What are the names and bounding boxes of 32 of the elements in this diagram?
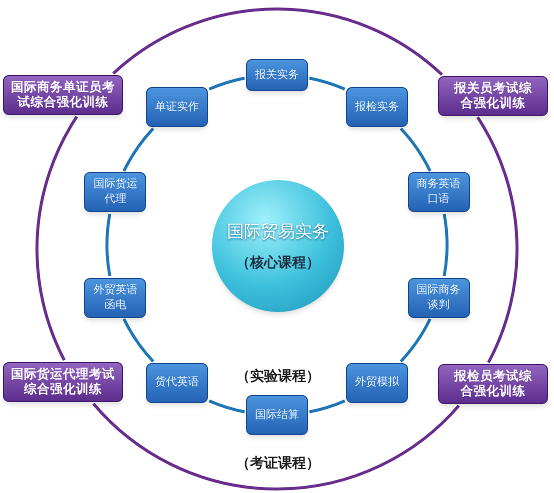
course-box: 货代英语 xyxy=(146,362,208,403)
ring-connector xyxy=(309,400,346,414)
course-box: 国际商务谈判 xyxy=(408,278,470,318)
ring-connector xyxy=(476,116,518,364)
course-box: 外贸英语函电 xyxy=(84,278,146,318)
ring-connector xyxy=(122,318,154,362)
course-box: 国际货运代理 xyxy=(84,172,146,212)
ring-connector xyxy=(105,214,112,276)
ring-connector xyxy=(92,402,460,490)
course-box: 国际结算 xyxy=(246,395,308,435)
ring-connector xyxy=(309,76,346,90)
ring-connector xyxy=(36,116,78,361)
ring-connector xyxy=(400,318,432,362)
course-box: 报检实务 xyxy=(346,87,408,128)
ring-connector xyxy=(122,128,154,172)
ring-connector xyxy=(208,76,245,90)
ring-connector xyxy=(442,214,449,276)
exam-training-box: 国际货运代理考试综合强化训练 xyxy=(3,362,123,402)
ring-connector xyxy=(112,8,443,76)
course-box: 报关实务 xyxy=(246,59,308,91)
exam-training-box: 报关员考试综合强化训练 xyxy=(438,76,548,116)
course-box: 外贸模拟 xyxy=(346,362,408,403)
course-box: 单证实作 xyxy=(146,87,208,128)
course-box: 商务英语口语 xyxy=(408,172,470,212)
core-course-subtitle: （核心课程） xyxy=(236,253,320,272)
exam-training-box: 报检员考试综合强化训练 xyxy=(438,364,548,404)
ring-label: （实验课程） xyxy=(236,366,320,386)
core-course-title: 国际贸易实务 xyxy=(227,220,329,243)
ring-connector xyxy=(400,128,432,172)
exam-training-box: 国际商务单证员考试综合强化训练 xyxy=(3,75,123,115)
ring-label: （考证课程） xyxy=(236,454,320,472)
ring-connector xyxy=(208,400,245,414)
